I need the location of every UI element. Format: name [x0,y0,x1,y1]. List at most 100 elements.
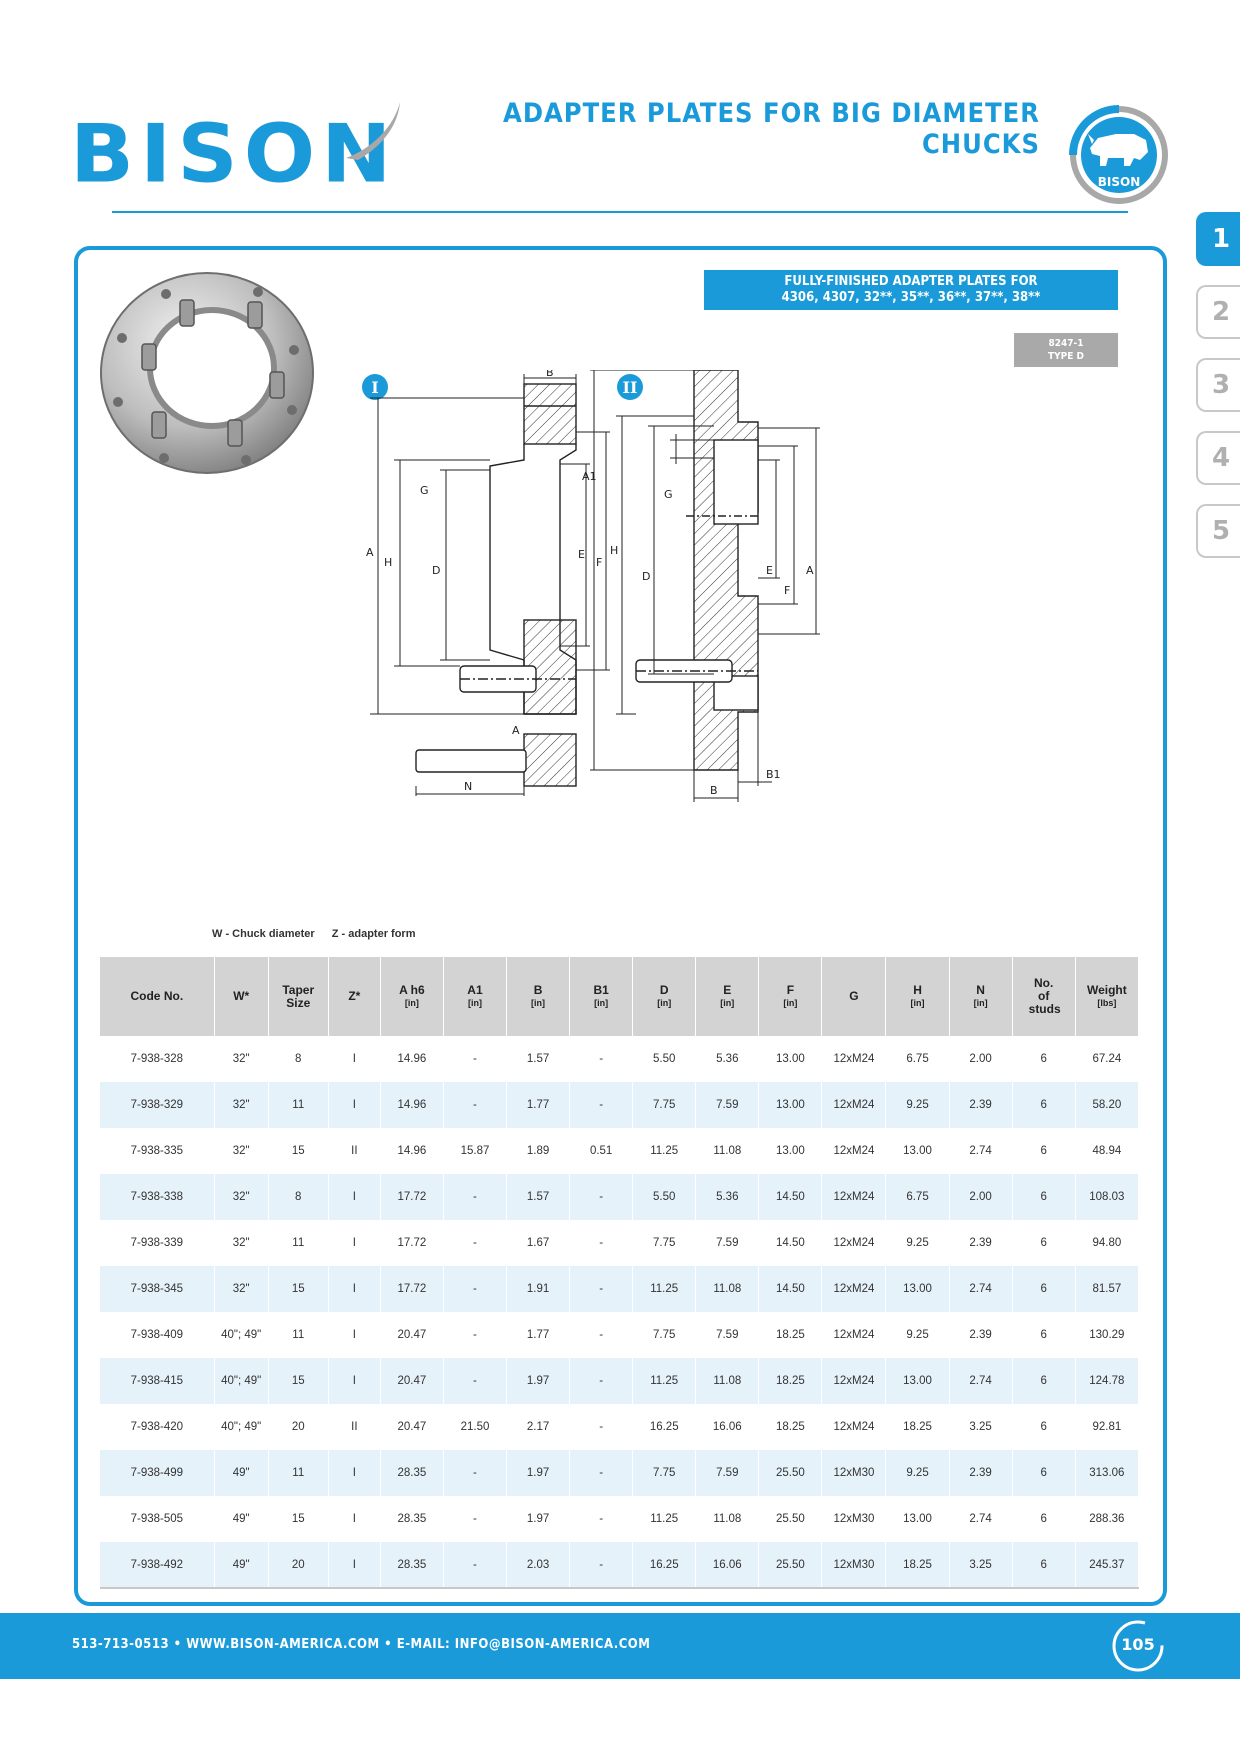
table-cell: 92.81 [1075,1404,1140,1450]
table-cell: 49" [214,1496,269,1542]
table-cell: 2.03 [506,1542,571,1589]
table-cell: 20.47 [380,1312,444,1358]
table-cell: 25.50 [758,1496,823,1542]
badge-line2: TYPE D [1048,351,1084,362]
table-cell: 2.00 [949,1174,1013,1220]
table-cell: 32" [214,1082,269,1128]
tab-3[interactable]: 3 [1196,358,1240,412]
column-header-unit: [in] [720,997,735,1008]
table-cell: I [328,1450,381,1496]
table-cell: I [328,1266,381,1312]
column-header-label: Code No. [130,989,184,1003]
table-cell: 2.74 [949,1128,1013,1174]
table-cell: 6 [1012,1542,1076,1589]
table-cell: II [328,1128,381,1174]
table-cell: 245.37 [1075,1542,1140,1589]
table-cell: 5.50 [632,1036,697,1082]
table-cell: - [443,1266,508,1312]
table-cell: 58.20 [1075,1082,1140,1128]
dim-a1: A1 [582,470,597,483]
table-cell: 12xM30 [821,1542,887,1589]
table-cell: 48.94 [1075,1128,1140,1174]
column-header-unit: [in] [973,997,988,1008]
table-cell: 3.25 [949,1404,1013,1450]
table-cell: 1.77 [506,1312,571,1358]
table-cell: 1.97 [506,1450,571,1496]
tab-1[interactable]: 1 [1196,212,1240,266]
table-cell: 6 [1012,1312,1076,1358]
table-cell: 11.08 [695,1128,760,1174]
column-header: A1[in] [443,957,508,1036]
table-cell: 11 [268,1450,329,1496]
table-cell: 12xM24 [821,1404,887,1450]
adapter-plate-photo [100,272,314,474]
table-cell: 25.50 [758,1450,823,1496]
column-header: Taper Size [268,957,329,1036]
column-header-label: H [913,982,922,997]
table-cell: 12xM24 [821,1036,887,1082]
dim-f-ii: F [784,584,790,597]
table-cell: 17.72 [380,1220,444,1266]
column-header-unit: [in] [594,997,609,1008]
tab-4[interactable]: 4 [1196,431,1240,485]
table-cell: 12xM24 [821,1128,887,1174]
column-header-label: Weight [1086,982,1127,997]
table-cell: 13.00 [885,1128,950,1174]
table-cell: 11 [268,1312,329,1358]
tab-label: 3 [1212,370,1231,400]
table-cell: 1.97 [506,1496,571,1542]
tab-5[interactable]: 5 [1196,504,1240,558]
dim-f: F [596,556,602,569]
table-cell: 6 [1012,1450,1076,1496]
tab-label: 2 [1212,297,1231,327]
table-cell: 16.25 [632,1404,697,1450]
table-cell: 16.25 [632,1542,697,1589]
tab-2[interactable]: 2 [1196,285,1240,339]
table-cell: 5.36 [695,1174,760,1220]
table-cell: 6.75 [885,1174,950,1220]
footer-bar: 513-713-0513 • WWW.BISON-AMERICA.COM • E… [0,1613,1240,1679]
table-cell: 28.35 [380,1450,444,1496]
table-cell: 15.87 [443,1128,508,1174]
dim-a-detail: A [512,724,520,737]
legend-w: W - Chuck diameter [212,928,315,940]
table-cell: - [443,1312,508,1358]
table-cell: 7.59 [695,1450,760,1496]
table-cell: 2.39 [949,1220,1013,1266]
table-cell: 14.96 [380,1036,444,1082]
column-header: Code No. [100,957,215,1036]
dim-b1: B1 [766,768,781,781]
table-cell: 7-938-499 [100,1450,215,1496]
header-rule [112,211,1128,213]
table-cell: - [569,1496,634,1542]
table-cell: 7-938-409 [100,1312,215,1358]
table-cell: 12xM30 [821,1496,887,1542]
table-cell: 7-938-328 [100,1036,215,1082]
column-header-label: N [976,982,985,997]
table-cell: 7.75 [632,1312,697,1358]
table-cell: 32" [214,1174,269,1220]
table-cell: 7-938-345 [100,1266,215,1312]
table-cell: - [569,1542,634,1589]
table-cell: 7-938-420 [100,1404,215,1450]
table-cell: 2.74 [949,1266,1013,1312]
table-cell: - [443,1220,508,1266]
column-header-label: A h6 [399,982,425,997]
column-header: Z* [328,957,381,1036]
column-header-label: W* [233,989,250,1003]
table-cell: 13.00 [758,1082,823,1128]
badge-line1: 8247-1 [1048,338,1084,349]
table-legend: W - Chuck diameter Z - adapter form [212,928,429,940]
dim-d: D [432,564,440,577]
table-cell: 21.50 [443,1404,508,1450]
column-header-unit: [in] [531,997,546,1008]
table-cell: 1.91 [506,1266,571,1312]
